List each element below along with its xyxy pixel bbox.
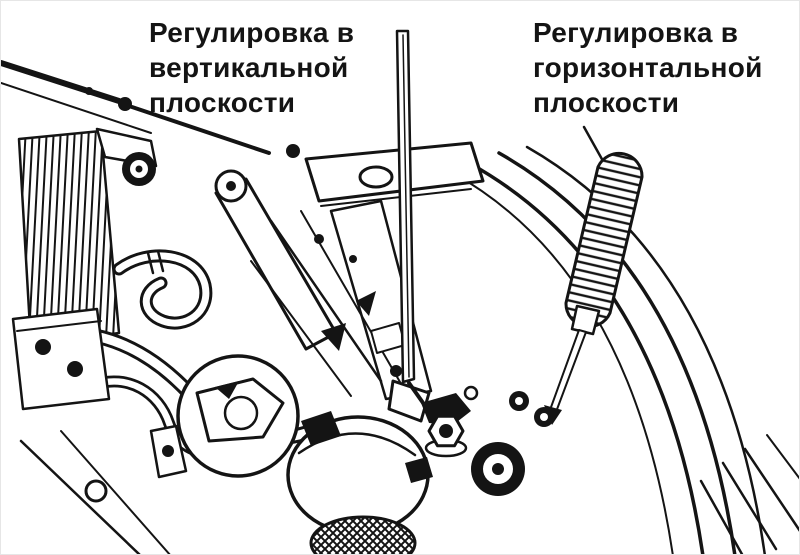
label-horizontal-adjustment: Регулировка в горизонтальной плоскости xyxy=(533,15,763,120)
reservoir-cap xyxy=(149,354,300,479)
cowl-panel xyxy=(286,141,485,207)
radiator xyxy=(17,127,158,347)
label-vertical-adjustment: Регулировка в вертикальной плоскости xyxy=(149,15,354,120)
adjustment-screws xyxy=(421,385,554,496)
brake-booster-dome xyxy=(286,411,433,554)
screwdriver xyxy=(544,151,644,425)
label-vertical-line3: плоскости xyxy=(149,87,296,118)
mount-bracket xyxy=(11,307,171,554)
label-vertical-line2: вертикальной xyxy=(149,52,349,83)
wiper-linkage-rod xyxy=(1,60,271,155)
vertical-adjuster-rod xyxy=(387,29,435,423)
label-vertical-line1: Регулировка в xyxy=(149,17,355,48)
strut-arm xyxy=(214,169,338,351)
label-horizontal-line1: Регулировка в xyxy=(533,17,739,48)
fender-arch xyxy=(452,145,799,554)
label-horizontal-line3: плоскости xyxy=(533,87,680,118)
leader-line-horizontal xyxy=(582,125,605,163)
label-horizontal-line2: горизонтальной xyxy=(533,52,763,83)
